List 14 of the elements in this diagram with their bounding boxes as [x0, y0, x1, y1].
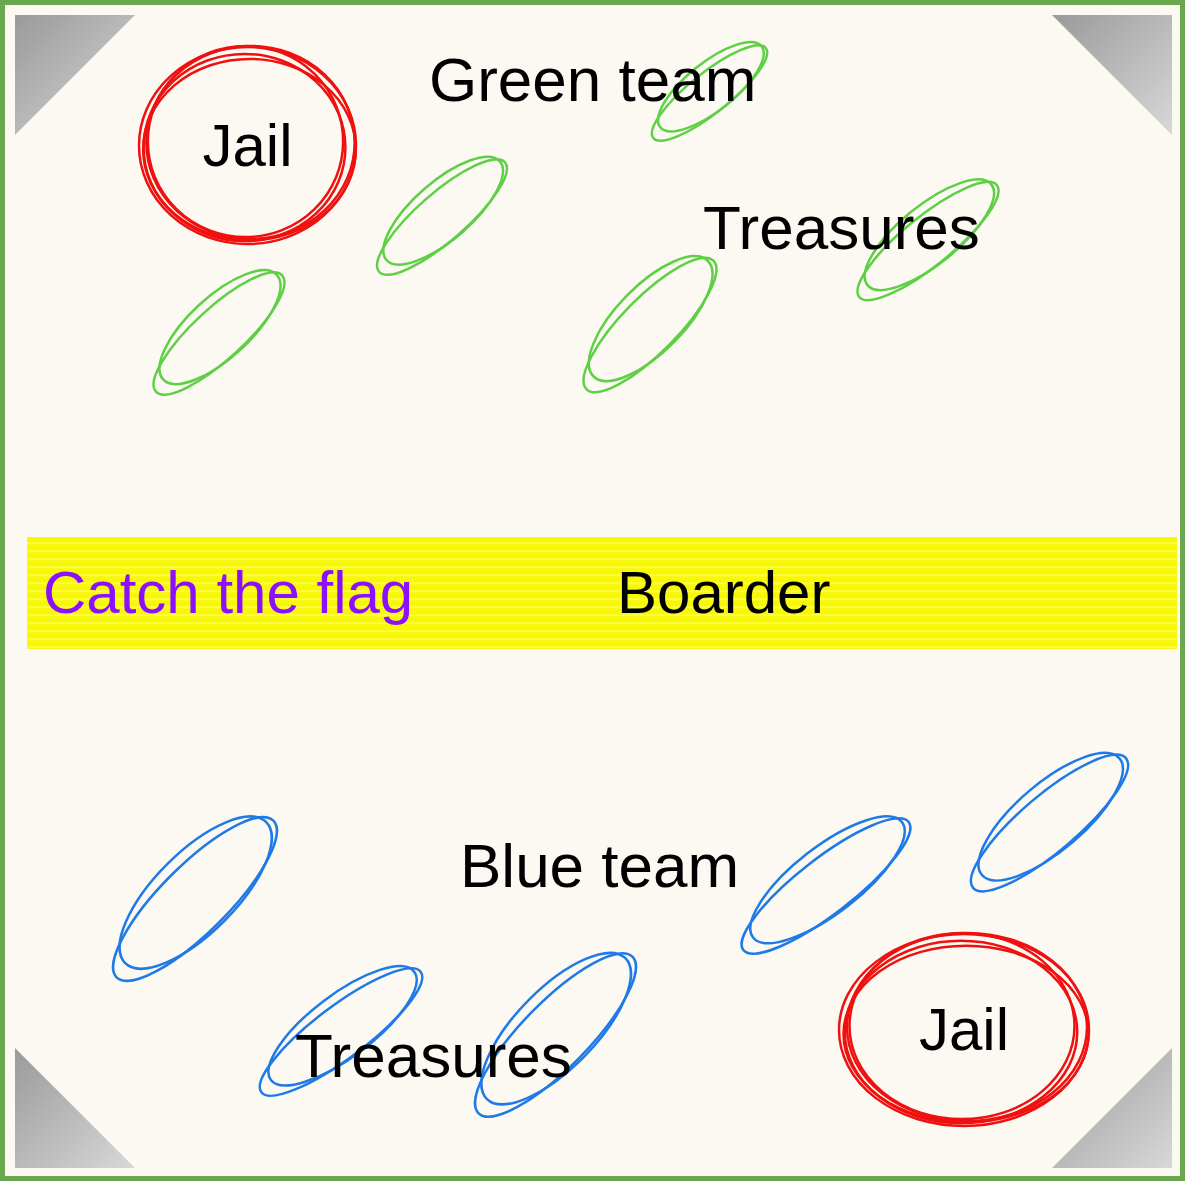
ellipse-scribble — [111, 815, 279, 983]
ellipse-scribble — [373, 157, 511, 277]
area-label: Blue team — [460, 835, 740, 897]
ellipse-scribble — [150, 270, 288, 397]
node-label: Jail — [918, 1000, 1010, 1060]
node-label: Jail — [201, 115, 294, 176]
title-text: Catch the flag — [43, 563, 414, 623]
band-label: Boarder — [617, 563, 831, 623]
highlight-band — [27, 537, 1177, 649]
ellipse-scribble — [737, 817, 915, 955]
jail-circle — [835, 930, 1093, 1130]
ellipse-scribble — [581, 255, 719, 395]
jail-circle — [135, 43, 360, 248]
ellipse-scribble — [967, 753, 1132, 893]
